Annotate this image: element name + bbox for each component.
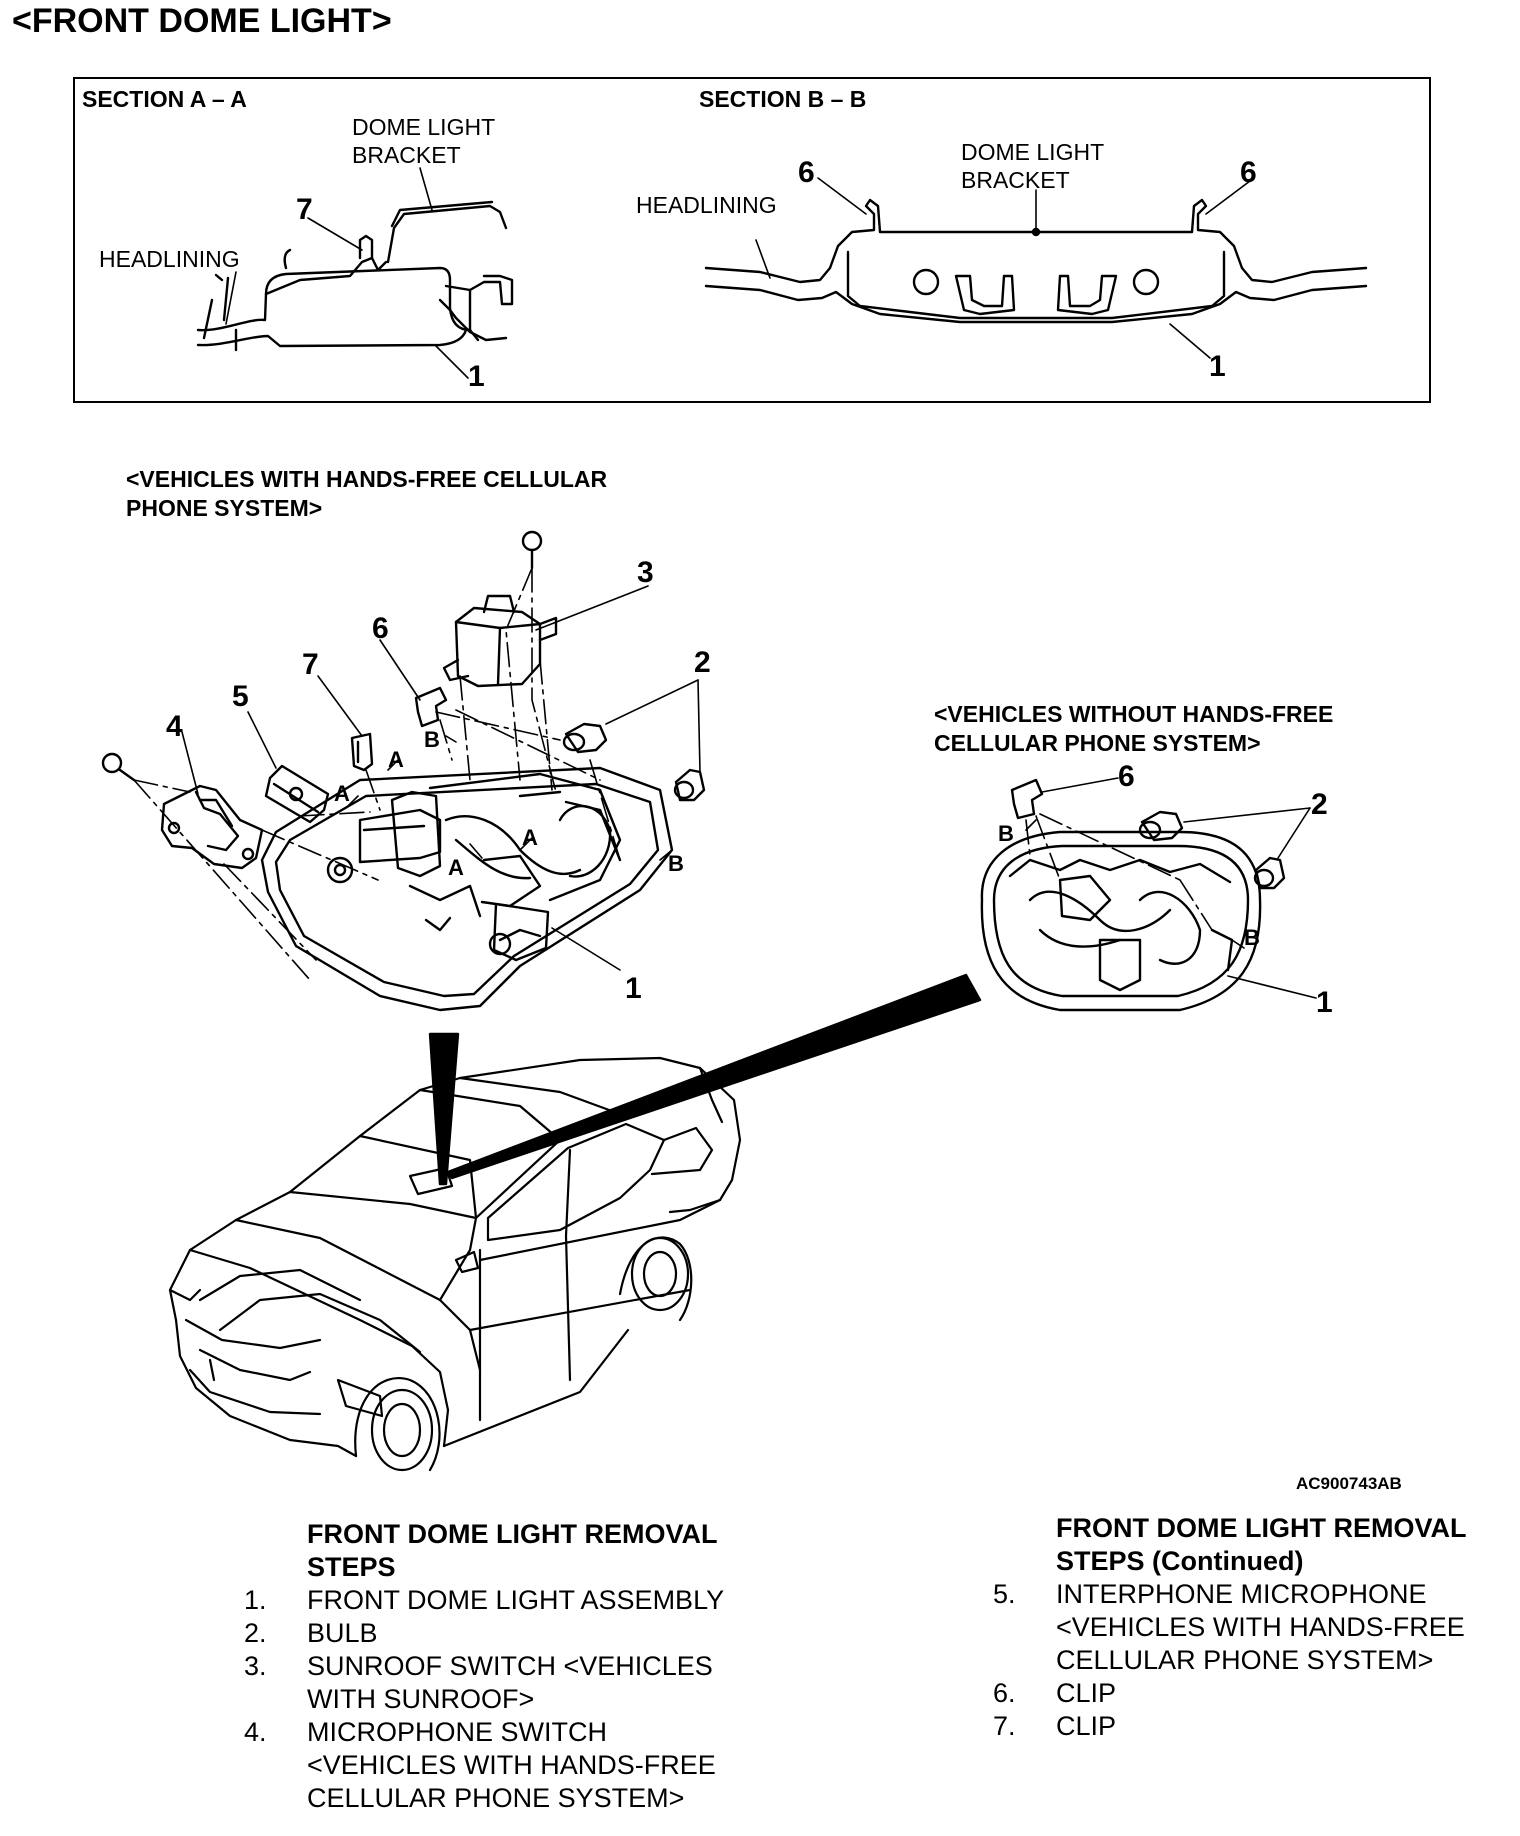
- section-a-callout-1: 1: [468, 360, 485, 393]
- list-item: 7. CLIP: [993, 1710, 1513, 1743]
- step-text: CLIP: [1056, 1678, 1117, 1708]
- section-b-heading: SECTION B – B: [699, 86, 867, 112]
- list-item: 5. INTERPHONE MICROPHONE <VEHICLES WITH …: [993, 1578, 1513, 1677]
- hands-free-mark-b-2: B: [668, 851, 684, 876]
- section-a-heading: SECTION A – A: [82, 86, 247, 112]
- section-b-callout-1: 1: [1209, 350, 1226, 383]
- no-hands-free-callout-6: 6: [1118, 760, 1135, 793]
- no-hands-free-mark-b-2: B: [1244, 925, 1260, 950]
- section-a-bracket-label-2: BRACKET: [352, 142, 461, 168]
- no-hands-free-exploded-view: [980, 777, 1317, 1012]
- step-number: 5.: [993, 1579, 1016, 1609]
- no-hands-free-callout-2: 2: [1311, 788, 1328, 821]
- section-view-box: [73, 77, 1431, 403]
- no-hands-free-heading-2: CELLULAR PHONE SYSTEM>: [934, 730, 1261, 756]
- hands-free-callout-1: 1: [625, 972, 642, 1005]
- step-number: 4.: [244, 1717, 267, 1747]
- section-b-headlining-label: HEADLINING: [636, 192, 777, 218]
- step-number: 1.: [244, 1585, 267, 1615]
- hands-free-callout-6: 6: [372, 612, 389, 645]
- car-illustration: [168, 1056, 742, 1472]
- list-item: 6. CLIP: [993, 1677, 1513, 1710]
- removal-steps-right: FRONT DOME LIGHT REMOVAL STEPS (Continue…: [993, 1512, 1513, 1743]
- hands-free-callout-3: 3: [637, 556, 654, 589]
- hands-free-heading-2: PHONE SYSTEM>: [126, 495, 323, 521]
- section-b-bracket-label-1: DOME LIGHT: [961, 139, 1105, 165]
- section-b-callout-6-right: 6: [1240, 156, 1257, 189]
- section-a-bracket-label-1: DOME LIGHT: [352, 114, 496, 140]
- step-text: CLIP: [1056, 1711, 1117, 1741]
- list-item: 2. BULB: [244, 1617, 784, 1650]
- removal-steps-heading-1: FRONT DOME LIGHT REMOVAL: [307, 1519, 718, 1549]
- removal-steps-cont-heading-2: STEPS (Continued): [1056, 1546, 1304, 1576]
- step-text: INTERPHONE MICROPHONE <VEHICLES WITH HAN…: [1056, 1579, 1465, 1675]
- hands-free-exploded-view: [101, 530, 706, 1012]
- hands-free-mark-b-1: B: [424, 727, 440, 752]
- removal-steps-left: FRONT DOME LIGHT REMOVAL STEPS 1. FRONT …: [244, 1518, 784, 1815]
- section-a-drawing: [196, 167, 514, 379]
- zoom-pointers: [428, 973, 982, 1186]
- page-title: <FRONT DOME LIGHT>: [12, 2, 392, 40]
- list-item: 4. MICROPHONE SWITCH <VEHICLES WITH HAND…: [244, 1716, 784, 1815]
- hands-free-mark-a-2: A: [334, 781, 350, 806]
- list-item: 3. SUNROOF SWITCH <VEHICLES WITH SUNROOF…: [244, 1650, 784, 1716]
- section-b-drawing: [704, 177, 1368, 359]
- hands-free-callout-2: 2: [694, 646, 711, 679]
- hands-free-mark-a-3: A: [522, 825, 538, 850]
- hands-free-callout-4: 4: [166, 710, 183, 743]
- hands-free-mark-a-1: A: [388, 747, 404, 772]
- no-hands-free-callout-1: 1: [1316, 986, 1333, 1019]
- no-hands-free-heading-1: <VEHICLES WITHOUT HANDS-FREE: [934, 701, 1334, 727]
- step-number: 6.: [993, 1678, 1016, 1708]
- hands-free-mark-a-4: A: [448, 855, 464, 880]
- step-text: FRONT DOME LIGHT ASSEMBLY: [307, 1585, 725, 1615]
- step-number: 2.: [244, 1618, 267, 1648]
- hands-free-heading-1: <VEHICLES WITH HANDS-FREE CELLULAR: [126, 466, 608, 492]
- section-b-callout-6-left: 6: [798, 156, 815, 189]
- hands-free-callout-7: 7: [302, 648, 319, 681]
- step-text: SUNROOF SWITCH <VEHICLES WITH SUNROOF>: [307, 1651, 713, 1714]
- no-hands-free-mark-b-1: B: [998, 821, 1014, 846]
- removal-steps-heading-2: STEPS: [307, 1552, 396, 1582]
- list-item: 1. FRONT DOME LIGHT ASSEMBLY: [244, 1584, 784, 1617]
- step-text: BULB: [307, 1618, 378, 1648]
- step-number: 3.: [244, 1651, 267, 1681]
- figure-code: AC900743AB: [1296, 1474, 1402, 1493]
- section-b-bracket-label-2: BRACKET: [961, 167, 1070, 193]
- step-text: MICROPHONE SWITCH <VEHICLES WITH HANDS-F…: [307, 1717, 716, 1813]
- section-a-callout-7: 7: [296, 193, 313, 226]
- section-a-headlining-label: HEADLINING: [99, 246, 240, 272]
- step-number: 7.: [993, 1711, 1016, 1741]
- hands-free-callout-5: 5: [232, 680, 249, 713]
- removal-steps-cont-heading-1: FRONT DOME LIGHT REMOVAL: [1056, 1513, 1467, 1543]
